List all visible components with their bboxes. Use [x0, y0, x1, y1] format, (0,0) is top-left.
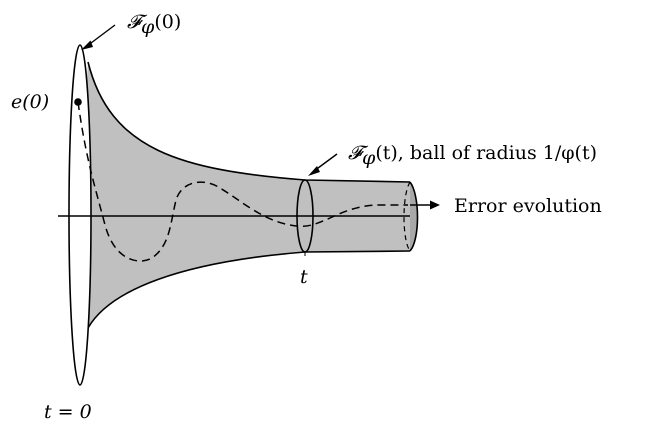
- error-evolution-arrow-head: [430, 200, 440, 210]
- e0-label: e(0): [11, 91, 49, 113]
- t-label: t: [300, 266, 308, 288]
- ft-pointer-head: [308, 166, 320, 176]
- f0-pointer-head: [81, 40, 93, 50]
- f0-label: 𝓕φ(0): [127, 11, 181, 38]
- funnel-end-cap: [409, 181, 419, 252]
- f0-pointer-line: [86, 24, 116, 47]
- error-trajectory: [77, 101, 408, 262]
- funnel-upper-boundary: [87, 61, 411, 183]
- initial-ball-ellipse: [68, 44, 92, 386]
- funnel-lower-boundary: [87, 250, 411, 329]
- error-evolution-label: Error evolution: [454, 195, 602, 217]
- initial-error-point: [74, 98, 82, 106]
- ft-label: 𝓕φ(t), ball of radius 1/φ(t): [348, 142, 597, 169]
- t-zero-label: t = 0: [44, 401, 92, 423]
- funnel-end-cap-back: [403, 181, 411, 252]
- funnel-region: [83, 62, 410, 328]
